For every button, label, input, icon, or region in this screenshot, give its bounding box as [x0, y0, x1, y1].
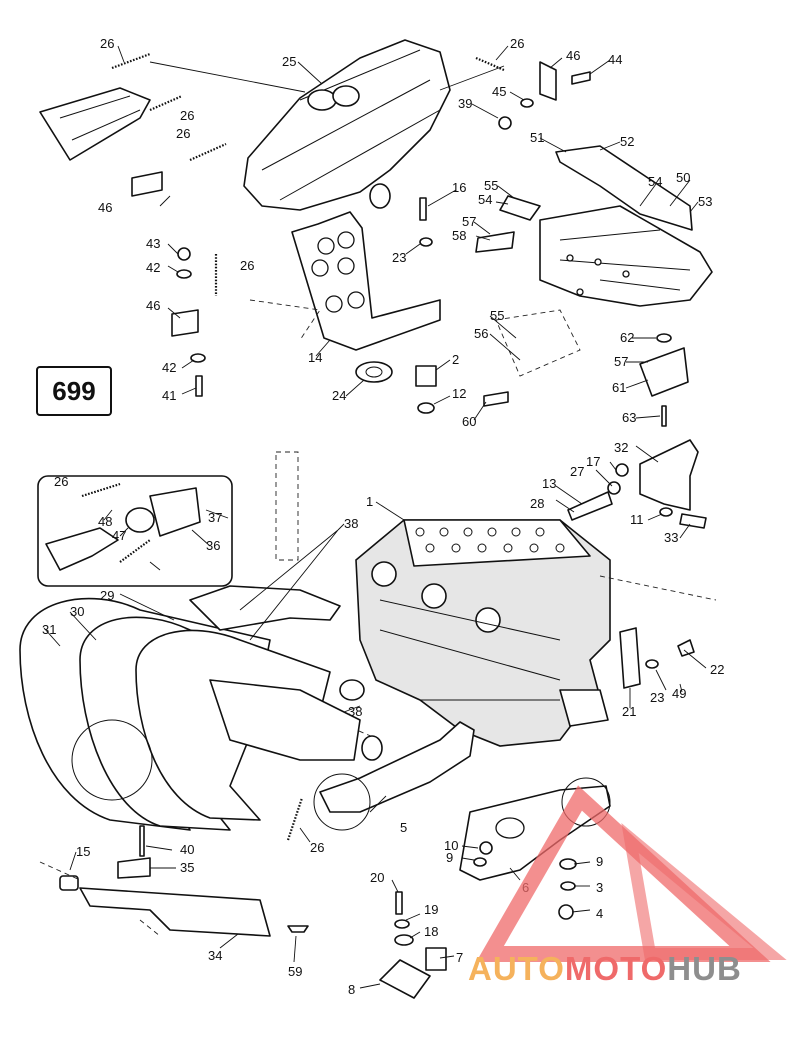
callout-34: 34	[208, 948, 222, 963]
callout-26f: 26	[310, 840, 324, 855]
callout-48: 48	[98, 514, 112, 529]
callout-57a: 57	[462, 214, 476, 229]
callout-55b: 55	[490, 308, 504, 323]
callout-47: 47	[112, 528, 126, 543]
callout-44: 44	[608, 52, 622, 67]
callout-42b: 42	[162, 360, 176, 375]
callout-23b: 23	[392, 250, 406, 265]
callout-63: 63	[622, 410, 636, 425]
callout-24: 24	[332, 388, 346, 403]
callout-26e: 26	[240, 258, 254, 273]
page-number: 699	[52, 375, 96, 406]
watermark-text-auto: AUTO	[468, 950, 565, 987]
callout-26b: 26	[510, 36, 524, 51]
callout-20: 20	[370, 870, 384, 885]
callout-61: 61	[612, 380, 626, 395]
callout-26d: 26	[176, 126, 190, 141]
callout-37: 37	[208, 510, 222, 525]
watermark-logo-icon	[476, 785, 787, 962]
callout-31: 31	[42, 622, 56, 637]
callout-51: 51	[530, 130, 544, 145]
callout-26c: 26	[180, 108, 194, 123]
callout-60: 60	[462, 414, 476, 429]
watermark-text-moto: MOTO	[564, 950, 668, 987]
callout-9b: 9	[446, 850, 453, 865]
callout-33: 33	[664, 530, 678, 545]
callout-35: 35	[180, 860, 194, 875]
leader-lines	[43, 45, 707, 989]
callout-27: 27	[570, 464, 584, 479]
callout-15: 15	[76, 844, 90, 859]
watermark-text-hub: HUB	[667, 950, 742, 987]
air-silencer-group	[39, 39, 591, 414]
callout-13: 13	[542, 476, 556, 491]
callout-3: 3	[596, 880, 603, 895]
callout-36: 36	[206, 538, 220, 553]
callout-46c: 46	[146, 298, 160, 313]
callout-9a: 9	[596, 854, 603, 869]
callout-26a: 26	[100, 36, 114, 51]
callout-54b: 54	[478, 192, 492, 207]
callout-10: 10	[444, 838, 458, 853]
callout-59: 59	[288, 964, 302, 979]
detail-inset	[37, 475, 233, 587]
callout-30: 30	[70, 604, 84, 619]
callout-23a: 23	[650, 690, 664, 705]
callout-50: 50	[676, 170, 690, 185]
callout-39: 39	[458, 96, 472, 111]
exhaust-group	[19, 529, 383, 937]
cover-group	[475, 145, 713, 427]
page-number-box: 699	[36, 366, 112, 416]
callout-53: 53	[698, 194, 712, 209]
callout-2: 2	[452, 352, 459, 367]
watermark-text: AUTOMOTOHUB	[468, 952, 742, 985]
callout-7: 7	[456, 950, 463, 965]
callout-56: 56	[474, 326, 488, 341]
callout-4: 4	[596, 906, 603, 921]
callout-19: 19	[424, 902, 438, 917]
callout-57b: 57	[614, 354, 628, 369]
callout-42a: 42	[146, 260, 160, 275]
callout-28: 28	[530, 496, 544, 511]
callout-46a: 46	[566, 48, 580, 63]
callout-17: 17	[586, 454, 600, 469]
callout-55a: 55	[484, 178, 498, 193]
callout-21: 21	[622, 704, 636, 719]
callout-43: 43	[146, 236, 160, 251]
callout-46b: 46	[98, 200, 112, 215]
callout-14: 14	[308, 350, 322, 365]
callout-18: 18	[424, 924, 438, 939]
callout-26g: 26	[54, 474, 68, 489]
engine-group	[275, 439, 717, 747]
callout-16: 16	[452, 180, 466, 195]
callout-1: 1	[366, 494, 373, 509]
callout-52: 52	[620, 134, 634, 149]
callout-41: 41	[162, 388, 176, 403]
callout-45: 45	[492, 84, 506, 99]
callout-40: 40	[180, 842, 194, 857]
callout-8: 8	[348, 982, 355, 997]
callout-38a: 38	[344, 516, 358, 531]
callout-numbers: 1 2 3 4 5 6 7 8 9 9 10 11 12 13 14 15 16…	[42, 36, 724, 997]
callout-62: 62	[620, 330, 634, 345]
callout-54a: 54	[648, 174, 662, 189]
callout-12: 12	[452, 386, 466, 401]
callout-25: 25	[282, 54, 296, 69]
callout-49: 49	[672, 686, 686, 701]
callout-58: 58	[452, 228, 466, 243]
callout-32: 32	[614, 440, 628, 455]
callout-5: 5	[400, 820, 407, 835]
callout-29: 29	[100, 588, 114, 603]
callout-22: 22	[710, 662, 724, 677]
callout-38b: 38	[348, 704, 362, 719]
callout-11: 11	[630, 512, 644, 527]
